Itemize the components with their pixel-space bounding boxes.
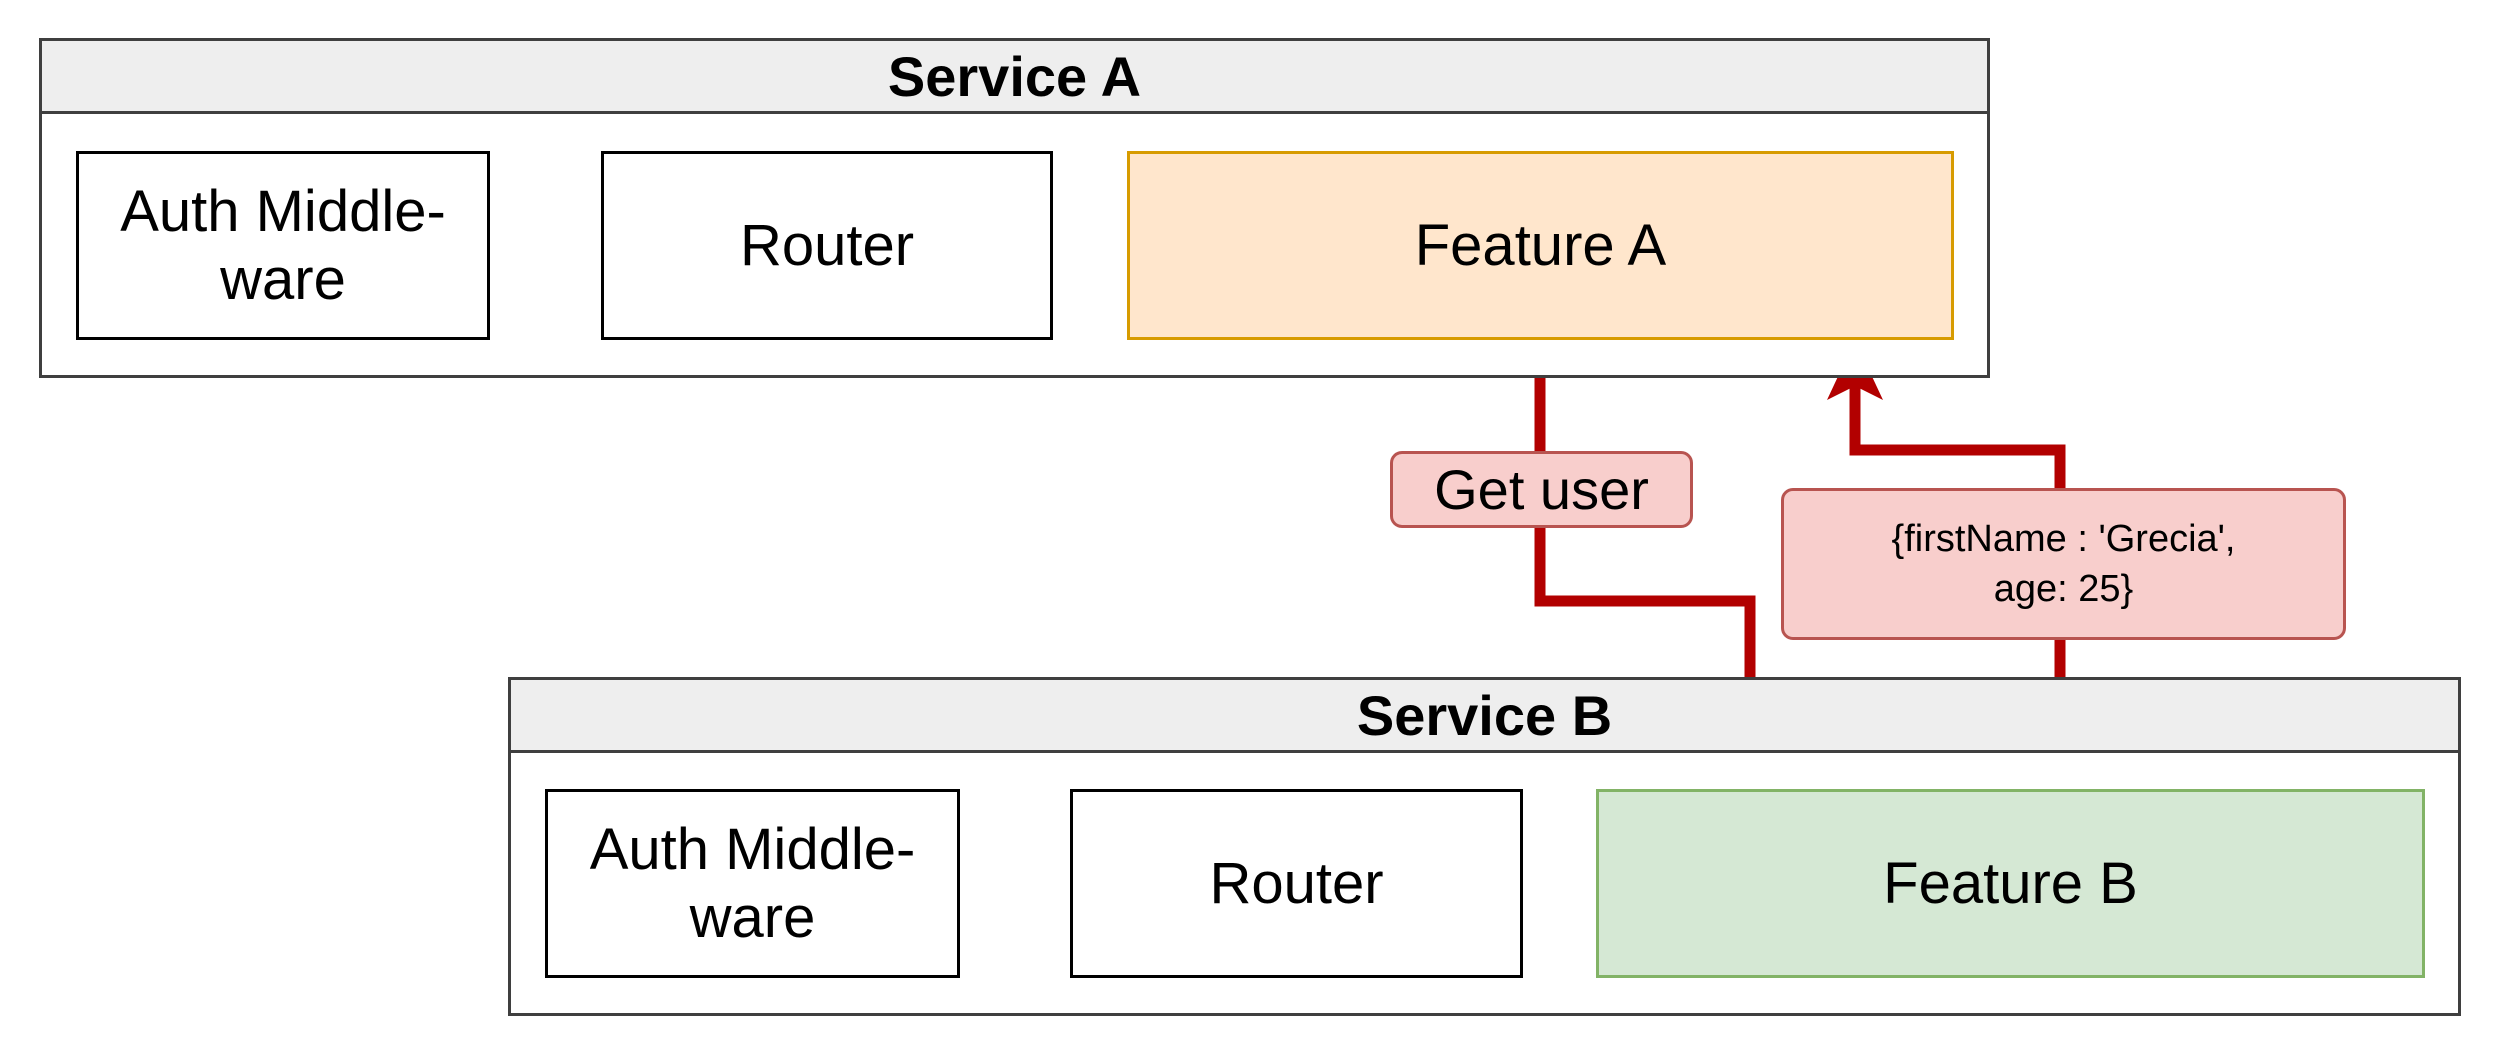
service-a-title: Service A [42,41,1987,114]
service-a-auth-label: Auth Middle- ware [120,178,446,312]
feature-b-box[interactable]: Feature B [1596,789,2425,978]
service-a-auth-middleware[interactable]: Auth Middle- ware [76,151,490,340]
service-b-auth-middleware[interactable]: Auth Middle- ware [545,789,960,978]
service-b-auth-label: Auth Middle- ware [589,816,916,950]
service-b-router[interactable]: Router [1070,789,1523,978]
feature-a-label: Feature A [1414,212,1667,278]
response-label: {firstName : 'Grecia', age: 25} [1781,488,2346,640]
feature-b-label: Feature B [1883,850,2138,916]
service-a-router-label: Router [739,212,915,278]
service-a-router[interactable]: Router [601,151,1053,340]
service-b-router-label: Router [1209,850,1384,916]
request-label: Get user [1390,451,1693,528]
service-b-title: Service B [511,680,2458,753]
feature-a-box[interactable]: Feature A [1127,151,1954,340]
